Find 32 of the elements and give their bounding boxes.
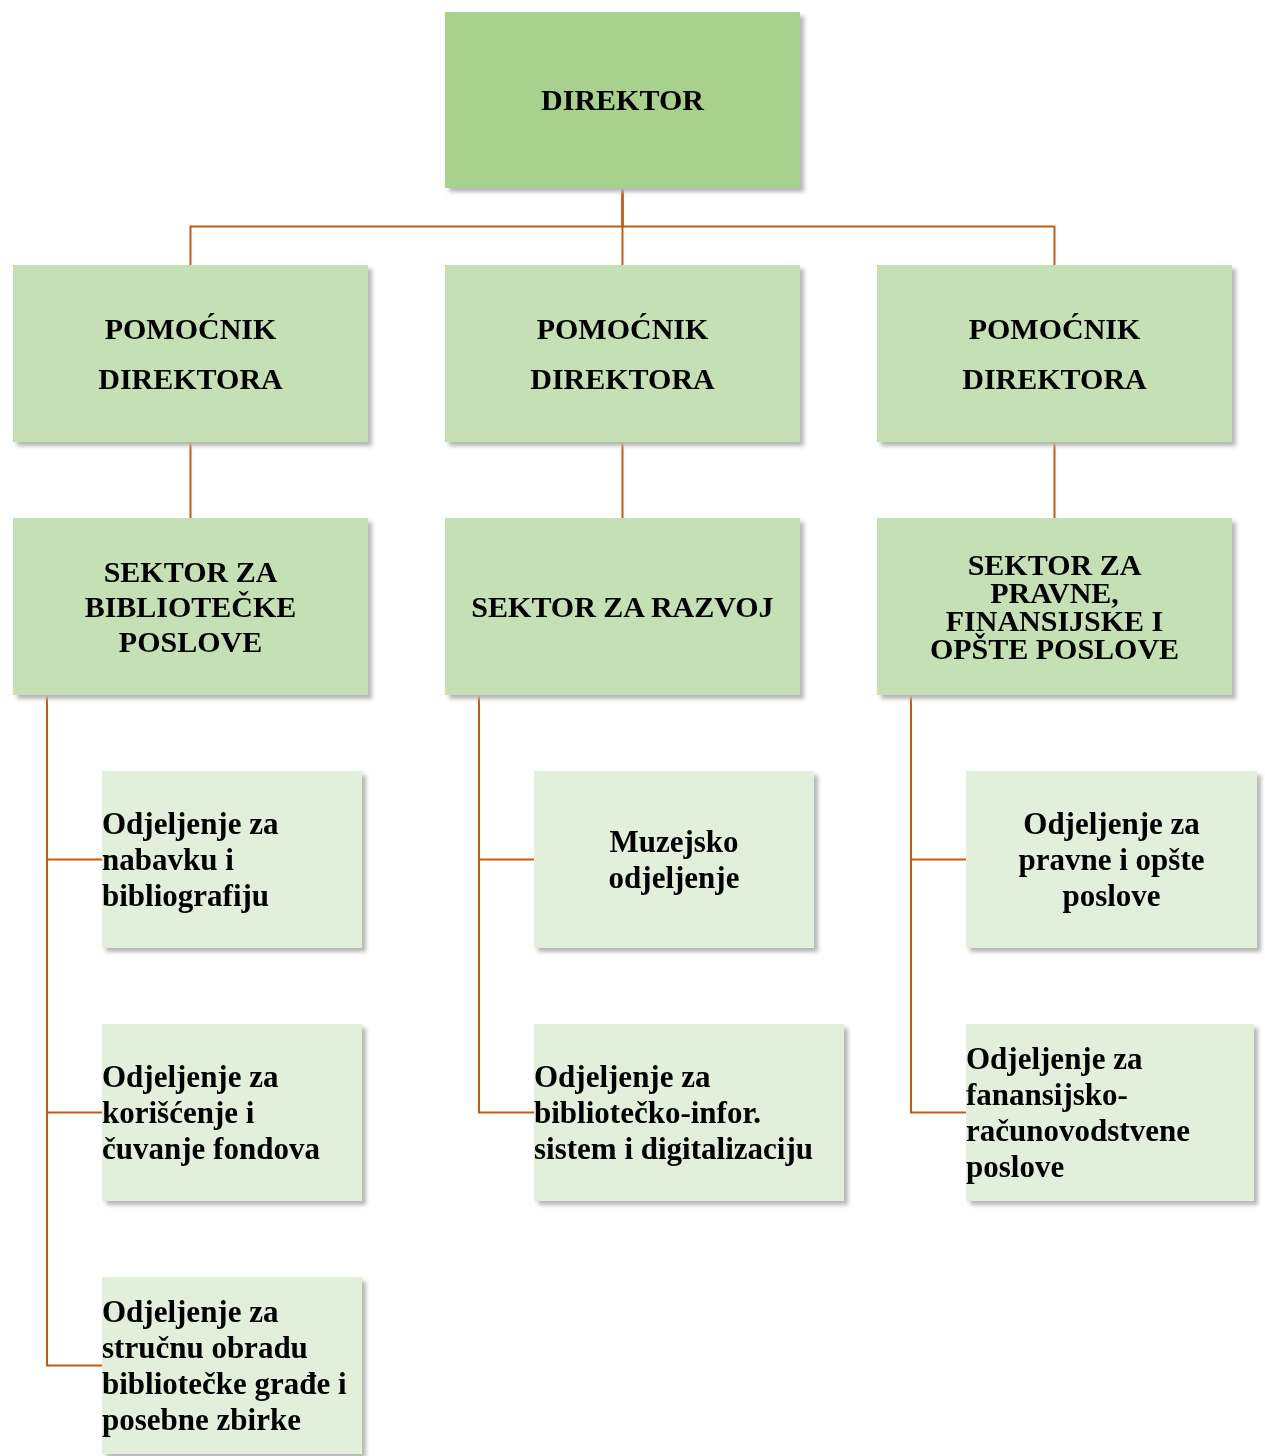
department-box bbox=[966, 771, 1257, 948]
position-box bbox=[445, 518, 800, 695]
node-label: POMOĆNIK DIREKTORA bbox=[97, 310, 284, 397]
department-box bbox=[102, 1024, 362, 1201]
department-box bbox=[102, 771, 362, 948]
node-label: Odjeljenje za korišćenje i čuvanje fondova bbox=[102, 1058, 321, 1167]
department-box bbox=[534, 771, 814, 948]
node-label: SEKTOR ZA PRAVNE, FINANSIJSKE I OPŠTE POSLOVE bbox=[928, 550, 1181, 663]
department-box bbox=[534, 1024, 844, 1201]
department-box bbox=[966, 1024, 1254, 1201]
connector-line bbox=[621, 187, 1056, 266]
node-label: Odjeljenje za nabavku i bibliografiju bbox=[102, 805, 280, 914]
position-box bbox=[13, 265, 368, 442]
position-box bbox=[877, 265, 1232, 442]
connector-line bbox=[621, 441, 624, 519]
node-label: Odjeljenje za stručnu obradu bibliotečke građe i posebne zbirke bbox=[102, 1293, 348, 1438]
position-box bbox=[445, 12, 800, 188]
node-label: Odjeljenje za bibliotečko-infor. sistem i digitalizaciju bbox=[534, 1058, 814, 1167]
position-box bbox=[877, 518, 1232, 695]
position-box bbox=[13, 518, 368, 695]
node-label: POMOĆNIK DIREKTORA bbox=[961, 310, 1148, 397]
connector-line bbox=[1053, 441, 1056, 519]
node-label: Odjeljenje za pravne i opšte poslove bbox=[1017, 805, 1206, 914]
node-label: POMOĆNIK DIREKTORA bbox=[529, 310, 716, 397]
node-label: SEKTOR ZA RAZVOJ bbox=[470, 589, 775, 624]
connector-line bbox=[189, 441, 192, 519]
node-label: DIREKTOR bbox=[540, 82, 706, 118]
node-label: Muzejsko odjeljenje bbox=[607, 823, 741, 896]
node-label: SEKTOR ZA BIBLIOTEČKE POSLOVE bbox=[83, 554, 298, 659]
node-label: Odjeljenje za fanansijsko-računovodstvene poslove bbox=[966, 1040, 1191, 1185]
position-box bbox=[445, 265, 800, 442]
department-box bbox=[102, 1277, 362, 1454]
